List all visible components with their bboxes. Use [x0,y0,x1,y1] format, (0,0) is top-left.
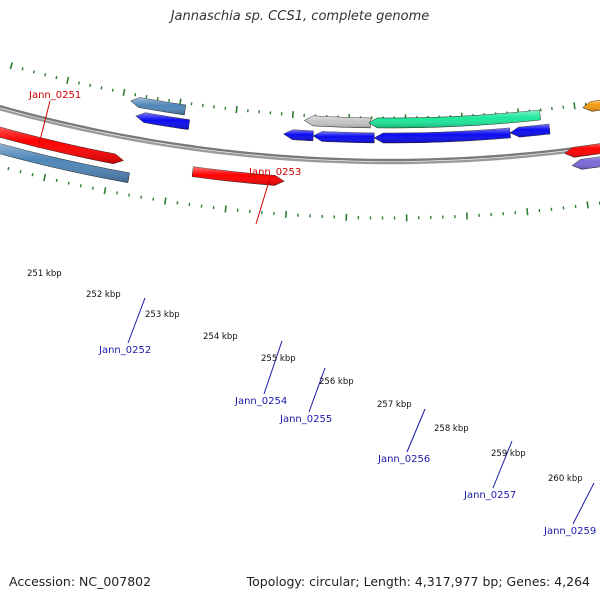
tick-mark [586,201,589,209]
gene-arrow-shading [192,166,285,186]
tick-mark [163,197,167,205]
tick-mark [91,186,94,190]
tick-mark [43,174,47,182]
gene-arrow-shading [510,124,551,138]
tick-mark [134,92,137,97]
tick-mark [55,75,58,80]
genome-backbone [0,104,600,165]
kbp-label: 256 kbp [319,377,354,387]
gene-label: Jann_0253 [248,167,301,178]
leader-line [37,100,51,149]
accession-label: Accession: NC_007802 [9,574,152,589]
leader-line [255,177,271,225]
leader-line [492,440,513,489]
gene-label: Jann_0254 [234,396,287,407]
gene-label: Jann_0255 [279,414,332,425]
topology-label: Topology: circular; Length: 4,317,977 bp… [246,574,590,589]
tick-mark [235,105,238,114]
leader-line [127,297,146,344]
kbp-label: 260 kbp [548,474,583,484]
gene-arrow-shading [374,127,511,143]
gene-arrow-shading [0,126,124,164]
tick-mark [224,205,227,213]
kbp-label: 255 kbp [261,354,296,364]
gene-arrow-shading [304,115,371,128]
tick-mark [145,95,148,99]
kbp-label: 258 kbp [434,424,469,434]
tick-mark [66,76,70,84]
gene-arrow-shading [582,100,600,112]
gene-arrow-shading [0,143,130,183]
kbp-label: 257 kbp [377,400,412,410]
gene-label: Jann_0252 [98,345,151,356]
leader-line [308,367,326,413]
gene-arrow-shading [572,156,600,170]
leader-line [406,408,426,453]
gene-features [0,97,600,186]
tick-mark [7,166,10,171]
tick-mark [44,73,47,77]
gene-arrow-shading [313,131,375,143]
tick-marks [7,62,600,222]
tick-mark [32,70,35,74]
tick-mark [21,67,24,71]
leader-line [572,482,595,525]
tick-mark [67,181,70,185]
tick-mark [526,208,529,216]
kbp-label: 254 kbp [203,332,238,342]
gene-arrow-shading [283,129,314,141]
gene-label: Jann_0259 [543,526,596,537]
tick-mark [122,88,126,97]
tick-mark [31,173,34,177]
leader-line [263,340,283,395]
gene-arrow-shading [368,110,541,128]
backbone-line [0,104,600,162]
kbp-label: 252 kbp [86,290,121,300]
tick-mark [128,193,131,197]
kbp-label: 259 kbp [491,449,526,459]
gene-label: Jann_0251 [28,90,81,101]
kbp-label: 251 kbp [27,269,62,279]
tick-mark [103,187,107,195]
label-leader-lines [37,100,595,525]
gene-labels: Jann_0251Jann_0253Jann_0252Jann_0254Jann… [28,90,596,537]
tick-mark [89,83,92,88]
gene-arrow-shading [135,112,190,130]
tick-mark [77,81,80,85]
map-title: Jannaschia sp. CCS1, complete genome [170,9,430,24]
kbp-label: 253 kbp [145,310,180,320]
tick-mark [9,62,14,70]
gene-label: Jann_0256 [377,454,430,465]
gene-arrow-shading [564,143,600,158]
backbone-line [0,108,600,165]
tick-mark [116,191,118,195]
tick-mark [19,170,22,174]
tick-mark [55,178,58,183]
gene-arrow-shading [130,97,186,115]
tick-mark [573,102,576,110]
tick-mark [79,184,82,188]
tick-mark [100,86,103,90]
kbp-tick-labels: 251 kbp 252 kbp 253 kbp 254 kbp 255 kbp 256 k… [27,269,583,484]
tick-mark [111,88,114,92]
gene-label: Jann_0257 [463,490,516,501]
